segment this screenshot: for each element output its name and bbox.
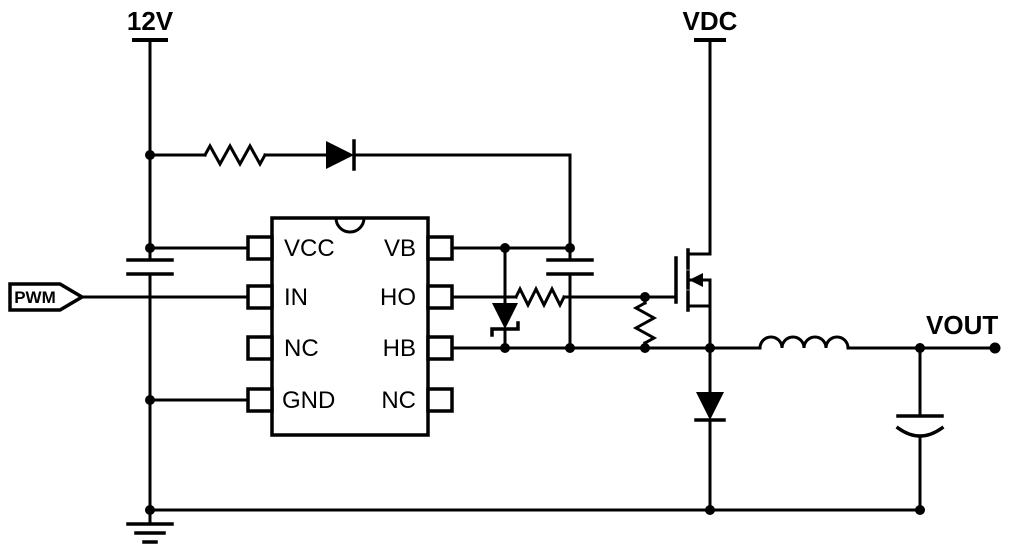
zener-diode [492,303,518,329]
pin-gnd [246,387,274,413]
pin-nc-left [246,335,274,361]
pin-label-hb: HB [383,335,416,362]
pin-label-ho: HO [380,284,416,311]
pin-label-nc-right: NC [381,387,416,414]
junction-dot [565,243,575,253]
pin-hb [426,335,454,361]
supply-vdc: VDC [683,6,738,256]
junction-dot [705,343,715,353]
junction-dot [705,505,715,515]
pulldown-resistor [632,300,658,346]
outcap-plate-bottom-curved [895,425,945,438]
ic-body [270,216,430,437]
junction-dot [145,505,155,515]
junction-dot [500,243,510,253]
junction-dot [145,395,155,405]
vout-terminal: VOUT [926,310,1001,354]
bootstrap-diode [326,141,354,169]
vout-terminal-dot [989,342,1001,354]
ic-notch [334,216,366,234]
gate-path [450,285,678,309]
junction-dot [145,150,155,160]
pin-label-nc-left: NC [284,335,319,362]
pin-nc-right [426,387,454,413]
pin-label-vcc: VCC [284,235,335,262]
junction-dot [640,343,650,353]
pwm-input: PWM [8,282,250,312]
pin-ho [426,284,454,310]
left-pin-wires [148,246,250,402]
output-capacitor [895,346,945,512]
junction-dot [915,505,925,515]
vout-label: VOUT [926,310,998,340]
freewheel-diode-triangle [696,392,724,420]
pin-vcc [246,235,274,261]
inductor-coil [758,335,850,350]
driver-ic: VCC IN NC GND VB HO HB NC [246,216,454,437]
junction-dot [640,292,650,302]
junction-dot [565,343,575,353]
pin-label-gnd: GND [282,387,335,414]
mosfet-body-arrow [689,273,703,287]
junction-dot [915,343,925,353]
junction-dot [500,343,510,353]
freewheel-diode [694,346,726,512]
supply-12v-label: 12V [127,6,174,36]
pin-vb [426,235,454,261]
junction-dots [145,150,925,515]
mosfet [674,248,712,350]
pin-label-in: IN [284,284,308,311]
bootstrap-capacitor [546,246,594,350]
gate-resistor [513,285,567,309]
pin-label-vb: VB [384,235,416,262]
pwm-label: PWM [14,288,56,307]
gate-pulldown-resistor [632,295,658,350]
supply-12v: 12V [127,6,174,512]
bootstrap-branch [148,139,572,250]
supply-vdc-label: VDC [683,6,738,36]
junction-dot [145,243,155,253]
decoupling-capacitor [126,258,174,276]
pin-in [246,284,274,310]
bootstrap-resistor [202,142,268,168]
pwm-tag [8,282,86,312]
